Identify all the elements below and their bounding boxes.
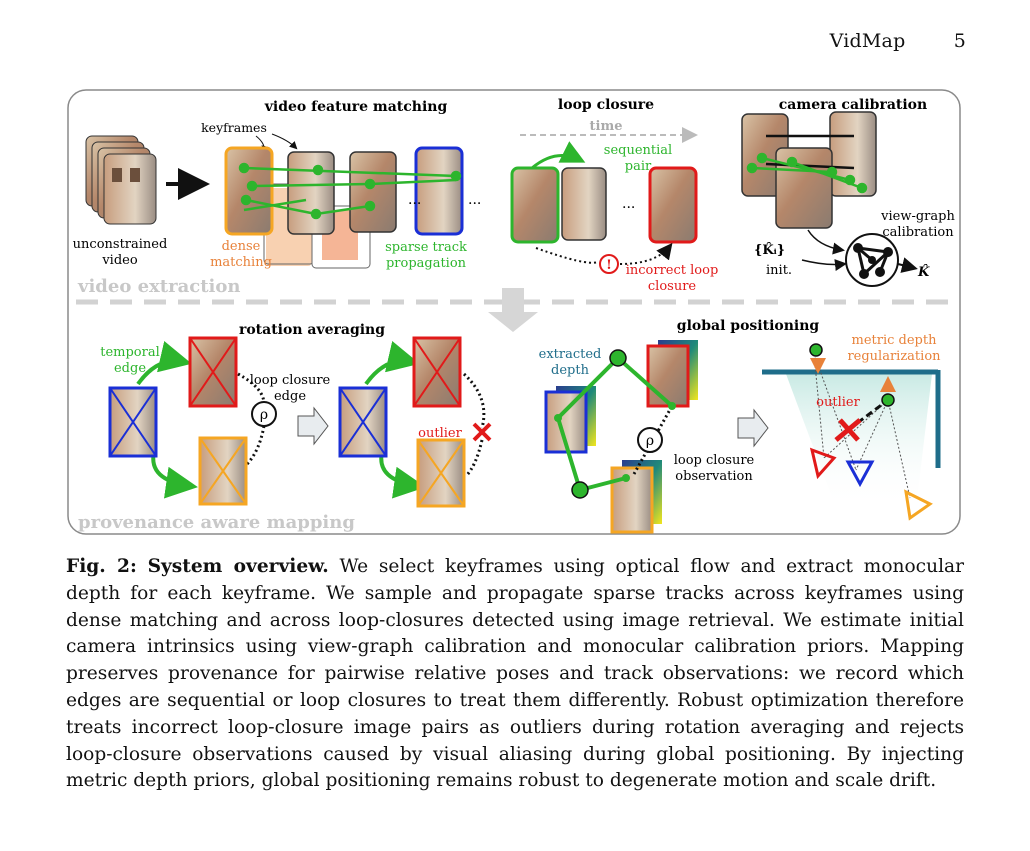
label-depth: depth — [551, 363, 590, 378]
figure-caption: Fig. 2: System overview. We select keyfr… — [66, 554, 964, 795]
keyframe-2 — [287, 151, 335, 235]
rotation-graph-left: ρ — [108, 336, 277, 506]
label-dense: dense — [222, 239, 261, 254]
label-keyframes: keyframes — [201, 120, 267, 135]
label-propagation: propagation — [386, 256, 467, 271]
title-rotation-averaging: rotation averaging — [239, 322, 385, 338]
label-init: init. — [766, 263, 792, 278]
loop-frame-b — [561, 167, 607, 241]
label-observation: observation — [675, 469, 753, 484]
label-incorrect-loop: incorrect loop — [626, 263, 719, 278]
label-time: time — [590, 119, 623, 134]
arrow-right-icon-2 — [737, 408, 769, 448]
label-outlier-1: outlier — [418, 426, 462, 441]
ellipsis-2: ... — [468, 192, 481, 208]
title-loop-closure: loop closure — [558, 97, 654, 113]
metric-depth-scene — [762, 343, 941, 521]
rho-icon-right: ρ — [646, 433, 654, 449]
label-outlier-2: outlier — [816, 395, 860, 410]
page-number: 5 — [953, 30, 966, 52]
label-pair: pair — [625, 159, 652, 174]
label-temporal-edge: edge — [114, 361, 146, 376]
figure-system-overview: video feature matching loop closure came… — [66, 88, 962, 536]
warning-exclaim: ! — [606, 258, 612, 273]
label-video: video — [101, 253, 138, 268]
title-provenance-aware-mapping: provenance aware mapping — [78, 512, 355, 533]
label-metric-depth: metric depth — [852, 333, 938, 348]
label-loop-closure-edge: loop closure — [250, 373, 331, 388]
outlier-x-icon-1 — [472, 422, 492, 442]
label-view-graph: view-graph — [880, 209, 955, 224]
label-loop-closure-observation-1: loop closure — [674, 453, 755, 468]
label-closure: closure — [648, 279, 697, 294]
label-temporal: temporal — [100, 345, 160, 360]
title-video-extraction: video extraction — [77, 276, 240, 297]
rotation-graph-right — [338, 336, 492, 508]
title-global-positioning: global positioning — [677, 318, 820, 334]
caption-text: We select keyframes using optical flow a… — [66, 556, 964, 792]
video-frame-stack — [85, 135, 157, 225]
view-graph-icon — [845, 233, 899, 287]
down-arrow-icon — [488, 288, 538, 332]
title-camera-calibration: camera calibration — [779, 97, 927, 113]
warning-icon — [599, 254, 619, 274]
title-video-feature-matching: video feature matching — [264, 99, 448, 115]
running-head-title: VidMap — [829, 30, 906, 52]
caption-label: Fig. 2: — [66, 556, 137, 577]
rho-icon-left: ρ — [260, 407, 268, 423]
label-calibration: calibration — [882, 225, 954, 240]
label-sparse-track: sparse track — [385, 240, 467, 255]
keyframe-1 — [224, 146, 274, 236]
label-k-hat: K̂ — [917, 264, 930, 280]
label-k-init: {K̂ᵢ} — [754, 242, 785, 258]
label-extracted: extracted — [539, 347, 602, 362]
label-regularization: regularization — [847, 349, 941, 364]
ellipsis-1: ... — [408, 192, 421, 208]
global-positioning-graph: ρ — [544, 340, 698, 534]
sequential-arrow — [531, 141, 586, 170]
sparse-tracks — [238, 162, 462, 220]
figure-diagram: video feature matching loop closure came… — [67, 89, 961, 535]
label-sequential: sequential — [604, 143, 672, 158]
loop-frame-c — [648, 166, 698, 244]
outlier-x-icon-2 — [834, 418, 862, 442]
calibration-frames — [741, 111, 877, 229]
loop-frame-a — [510, 166, 560, 244]
label-unconstrained: unconstrained — [73, 237, 168, 252]
label-matching: matching — [210, 255, 272, 270]
label-loop-edge: edge — [274, 389, 306, 404]
arrow-right-icon-1 — [297, 406, 329, 446]
keyframe-3 — [349, 151, 397, 233]
ellipsis-3: ... — [622, 196, 635, 212]
caption-title: System overview. — [147, 556, 329, 577]
keyframe-4 — [414, 146, 464, 236]
running-head: VidMap 5 — [830, 30, 966, 52]
